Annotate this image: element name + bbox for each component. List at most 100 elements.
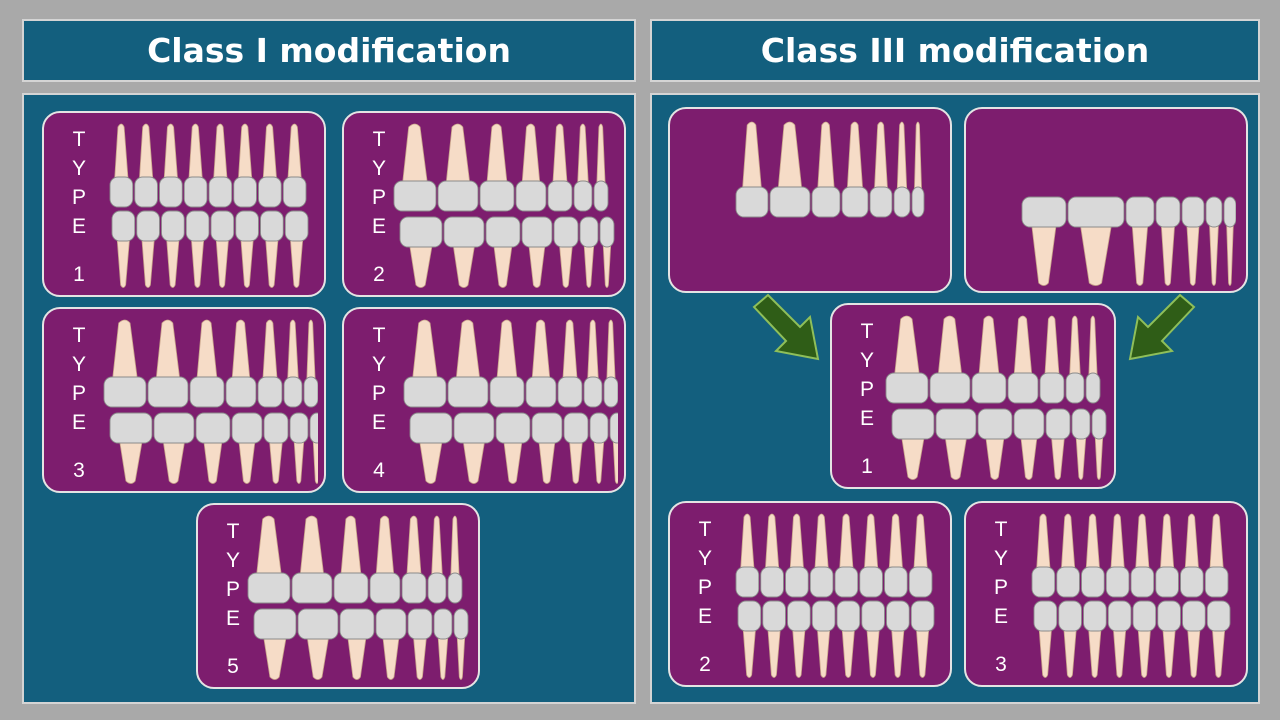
- type-label: TYPE: [71, 324, 86, 434]
- tooth-illustration: [153, 412, 195, 484]
- tooth-illustration: [737, 600, 762, 678]
- tooth-illustration: [521, 216, 553, 288]
- class-i-type-4-card: TYPE 4: [342, 307, 626, 493]
- type-label: TYPE: [371, 324, 386, 434]
- tooth-illustration: [735, 513, 760, 598]
- tooth-illustration: [859, 513, 883, 598]
- type-label: TYPE: [71, 128, 86, 238]
- tooth-illustration: [869, 121, 893, 218]
- tooth-illustration: [1130, 513, 1155, 598]
- tooth-illustration: [393, 123, 437, 212]
- tooth-illustration: [811, 600, 836, 678]
- tooth-illustration: [557, 319, 583, 408]
- type-number: 2: [373, 263, 385, 286]
- tooth-illustration: [886, 600, 910, 678]
- tooth-illustration: [134, 123, 158, 208]
- tooth-illustration: [375, 608, 407, 680]
- class-i-header: Class I modification: [22, 19, 636, 82]
- tooth-illustration: [409, 412, 453, 484]
- tooth-illustration: [1071, 408, 1091, 480]
- tooth-illustration: [257, 319, 283, 408]
- class-i-header-title: Class I modification: [147, 31, 511, 70]
- tooth-illustration: [861, 600, 885, 678]
- class-iii-type-2-card: TYPE 2: [668, 501, 952, 687]
- tooth-illustration: [231, 412, 263, 484]
- tooth-illustration: [760, 513, 784, 598]
- tooth-illustration: [583, 319, 603, 408]
- tooth-illustration: [225, 319, 257, 408]
- full-arch-teeth-illustration: [735, 513, 935, 678]
- full-arch-teeth-illustration: [109, 123, 309, 288]
- tooth-illustration: [563, 412, 589, 484]
- class-iii-upper-teeth-card: [668, 107, 952, 293]
- tooth-illustration: [453, 412, 495, 484]
- tooth-illustration: [1056, 513, 1080, 598]
- type-label: TYPE: [697, 518, 712, 628]
- tooth-illustration: [1085, 315, 1101, 404]
- half-arch-teeth-illustration: [103, 319, 318, 484]
- class-iii-header: Class III modification: [650, 19, 1260, 82]
- tooth-illustration: [1031, 513, 1056, 598]
- type-number: 1: [861, 455, 873, 478]
- type-number: 3: [73, 459, 85, 482]
- tooth-illustration: [1157, 600, 1181, 678]
- tooth-illustration: [1105, 513, 1130, 598]
- type-number: 5: [227, 655, 239, 678]
- lower-teeth-illustration: [1021, 196, 1236, 286]
- tooth-illustration: [929, 315, 971, 404]
- tooth-illustration: [309, 412, 318, 484]
- tooth-illustration: [884, 513, 908, 598]
- type-label: TYPE: [993, 518, 1008, 628]
- tooth-illustration: [283, 319, 303, 408]
- tooth-illustration: [291, 515, 333, 604]
- tooth-illustration: [836, 600, 861, 678]
- tooth-illustration: [407, 608, 433, 680]
- tooth-illustration: [443, 216, 485, 288]
- tooth-illustration: [893, 121, 911, 218]
- tooth-illustration: [1204, 513, 1229, 598]
- tooth-illustration: [1132, 600, 1157, 678]
- tooth-illustration: [1155, 513, 1179, 598]
- tooth-illustration: [185, 210, 210, 288]
- tooth-illustration: [1065, 315, 1085, 404]
- type-number: 4: [373, 459, 385, 482]
- tooth-illustration: [183, 123, 208, 208]
- class-i-panel: TYPE 1 TYPE 2 TYPE 3 TYPE 4 TYPE 5: [22, 93, 636, 704]
- tooth-illustration: [109, 123, 134, 208]
- upper-teeth-illustration: [735, 121, 925, 218]
- tooth-illustration: [935, 408, 977, 480]
- tooth-illustration: [1206, 600, 1231, 678]
- tooth-illustration: [403, 319, 447, 408]
- tooth-illustration: [447, 515, 463, 604]
- type-label: TYPE: [225, 520, 240, 630]
- type-number: 2: [699, 653, 711, 676]
- tooth-illustration: [515, 123, 547, 212]
- tooth-illustration: [785, 513, 809, 598]
- tooth-illustration: [159, 123, 183, 208]
- tooth-illustration: [437, 123, 479, 212]
- tooth-illustration: [247, 515, 291, 604]
- type-label: TYPE: [859, 320, 874, 430]
- tooth-illustration: [479, 123, 515, 212]
- class-iii-panel: TYPE 1 TYPE 2 TYPE 3: [650, 93, 1260, 704]
- tooth-illustration: [109, 412, 153, 484]
- tooth-illustration: [427, 515, 447, 604]
- tooth-illustration: [1107, 600, 1132, 678]
- tooth-illustration: [525, 319, 557, 408]
- tooth-illustration: [579, 216, 599, 288]
- tooth-illustration: [258, 123, 282, 208]
- tooth-illustration: [263, 412, 289, 484]
- class-iii-lower-teeth-card: [964, 107, 1248, 293]
- tooth-illustration: [971, 315, 1007, 404]
- tooth-illustration: [1081, 513, 1105, 598]
- tooth-illustration: [891, 408, 935, 480]
- tooth-illustration: [210, 210, 235, 288]
- tooth-illustration: [1083, 600, 1107, 678]
- tooth-illustration: [599, 216, 615, 288]
- tooth-illustration: [553, 216, 579, 288]
- tooth-illustration: [573, 123, 593, 212]
- arrow-down-right-icon: [752, 293, 820, 361]
- type-label: TYPE: [371, 128, 386, 238]
- tooth-illustration: [1205, 196, 1223, 286]
- tooth-illustration: [911, 121, 925, 218]
